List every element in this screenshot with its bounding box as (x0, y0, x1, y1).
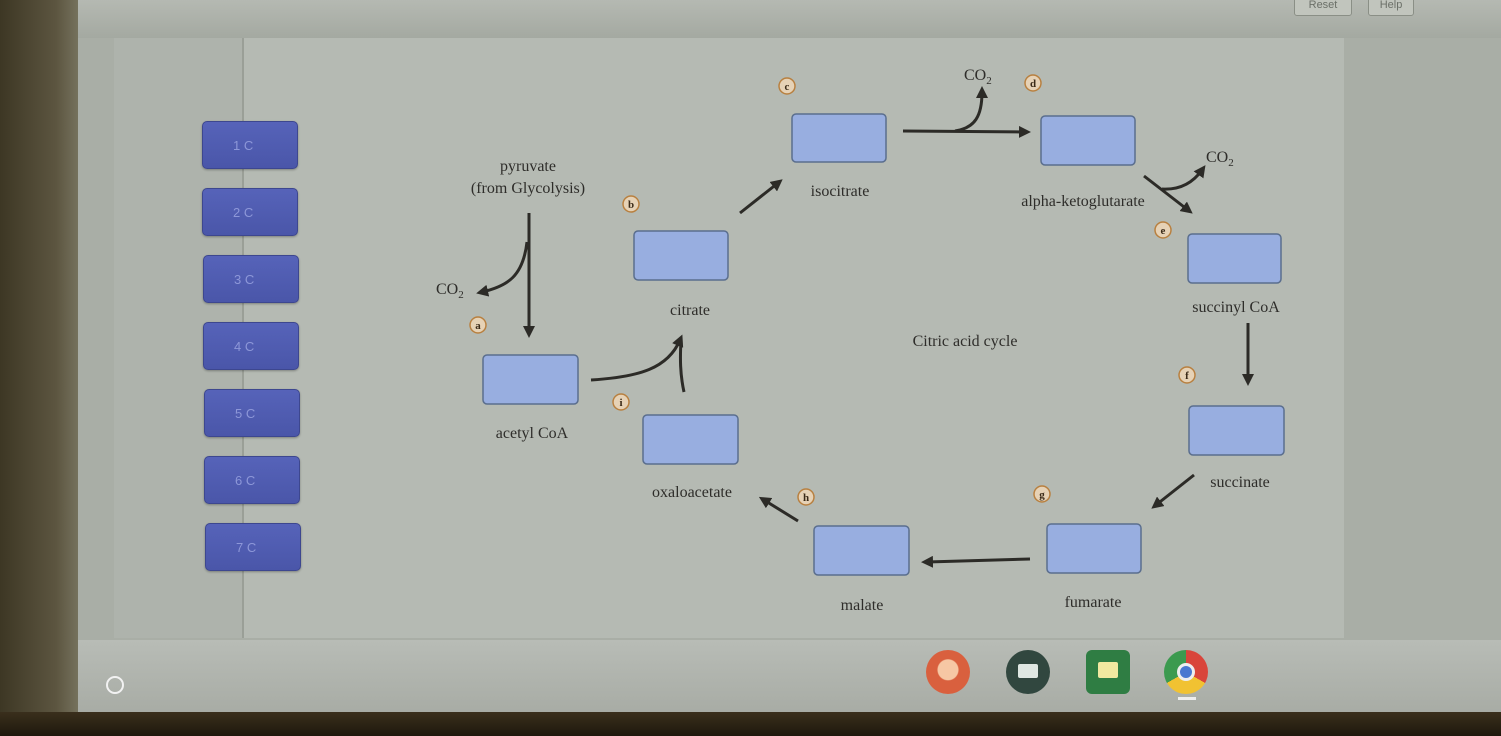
svg-text:h: h (803, 492, 809, 504)
fumarate-to-malate-arrow (921, 555, 1031, 568)
drop-zone-succinyl-coa[interactable] (1187, 233, 1282, 284)
step-badge-b: b (622, 195, 640, 213)
svg-text:i: i (619, 397, 622, 409)
step-badge-c: c (778, 77, 796, 95)
drop-zone-acetyl-coa[interactable] (482, 354, 579, 405)
malate-to-oxaloacetate-arrow (758, 496, 799, 523)
chrome-icon[interactable] (1164, 650, 1208, 694)
step-badge-a: a (469, 316, 487, 334)
step-badge-g: g (1033, 485, 1051, 503)
citrate-to-isocitrate-arrow (739, 179, 783, 215)
acetyl-coa-label: acetyl CoA (496, 425, 569, 442)
malate-label: malate (841, 597, 884, 614)
carbon-tile-7[interactable]: 7 C (205, 523, 301, 571)
classroom-icon[interactable] (1086, 650, 1130, 694)
step-badge-f: f (1178, 366, 1196, 384)
citrate-label: citrate (670, 302, 710, 319)
step-badge-h: h (797, 488, 815, 506)
alpha-ketoglutarate-label: alpha-ketoglutarate (1021, 193, 1145, 210)
carbon-tile-4[interactable]: 4 C (203, 322, 299, 370)
carbon-tile-1[interactable]: 1 C (202, 121, 298, 169)
drop-zone-isocitrate[interactable] (791, 113, 887, 163)
succinyl-coa-label: succinyl CoA (1192, 299, 1280, 316)
drop-zone-citrate[interactable] (633, 230, 729, 281)
drop-zone-alpha-ketoglutarate[interactable] (1040, 115, 1136, 166)
step-badge-d: d (1024, 74, 1042, 92)
co2-label-e: CO2 (1206, 149, 1234, 169)
co2-release-arrow-a (476, 241, 529, 297)
svg-text:a: a (475, 320, 481, 332)
drop-zone-oxaloacetate[interactable] (642, 414, 739, 465)
carbon-tile-6[interactable]: 6 C (204, 456, 300, 504)
svg-text:e: e (1161, 225, 1166, 237)
drop-zone-fumarate[interactable] (1046, 523, 1142, 574)
isocitrate-label: isocitrate (811, 183, 870, 200)
step-badge-e: e (1154, 221, 1172, 239)
co2-release-arrow-e (1161, 165, 1206, 191)
co2-label-d: CO2 (964, 67, 992, 87)
cycle-title: Citric acid cycle (913, 333, 1018, 350)
active-app-indicator (1178, 697, 1196, 700)
succinate-label: succinate (1210, 474, 1270, 491)
glycolysis-label: (from Glycolysis) (471, 180, 585, 197)
top-toolbar: Reset Help (78, 0, 1501, 38)
svg-text:d: d (1030, 78, 1036, 90)
svg-text:g: g (1039, 489, 1045, 501)
drop-zone-succinate[interactable] (1188, 405, 1285, 456)
acetyl-to-citrate-arrow (590, 334, 684, 382)
carbon-tile-2[interactable]: 2 C (202, 188, 298, 236)
monitor-bezel-left (0, 0, 80, 736)
carbon-tile-5[interactable]: 5 C (204, 389, 300, 437)
display-icon[interactable] (1006, 650, 1050, 694)
co2-release-arrow-d (954, 86, 988, 133)
drop-zone-malate[interactable] (813, 525, 910, 576)
svg-text:c: c (785, 81, 790, 93)
isocitrate-to-akg-arrow (902, 125, 1031, 138)
carbon-tile-3[interactable]: 3 C (203, 255, 299, 303)
succinate-to-fumarate-arrow (1151, 473, 1195, 509)
taskbar (78, 640, 1501, 712)
pyruvate-label: pyruvate (500, 158, 556, 175)
monitor-bezel-bottom (0, 712, 1501, 736)
svg-text:f: f (1185, 370, 1189, 382)
reset-button[interactable]: Reset (1294, 0, 1352, 16)
oxaloacetate-label: oxaloacetate (652, 484, 732, 501)
co2-label-a: CO2 (436, 281, 464, 301)
launcher-icon[interactable] (106, 676, 124, 694)
fumarate-label: fumarate (1065, 594, 1122, 611)
help-button[interactable]: Help (1368, 0, 1414, 16)
assistant-icon[interactable] (926, 650, 970, 694)
step-badge-i: i (612, 393, 630, 411)
akg-to-succinyl-arrow (1143, 174, 1193, 214)
oxaloacetate-join-arrow (678, 339, 686, 393)
svg-text:b: b (628, 199, 634, 211)
